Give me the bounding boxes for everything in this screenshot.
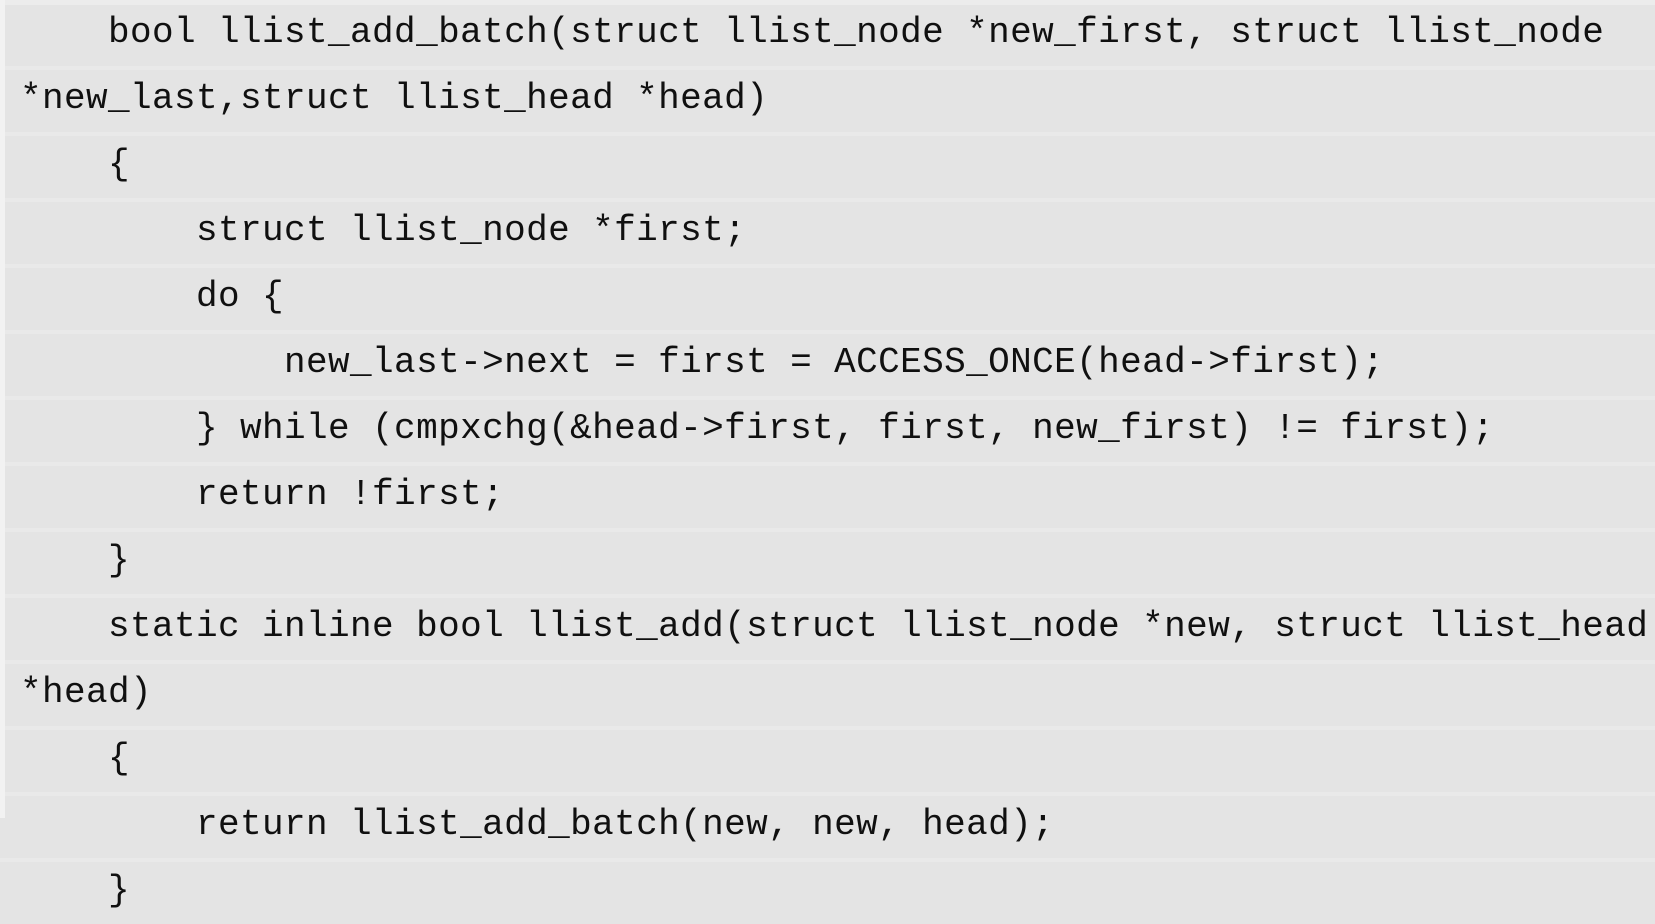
code-line: return !first; (0, 462, 1655, 528)
code-line: } (0, 528, 1655, 594)
code-line: *new_last,struct llist_head *head) (0, 66, 1655, 132)
code-line: return llist_add_batch(new, new, head); (0, 792, 1655, 858)
code-line: } (0, 858, 1655, 924)
code-line: { (0, 132, 1655, 198)
code-line: new_last->next = first = ACCESS_ONCE(hea… (0, 330, 1655, 396)
code-line: } while (cmpxchg(&head->first, first, ne… (0, 396, 1655, 462)
code-line: *head) (0, 660, 1655, 726)
code-line: struct llist_node *first; (0, 198, 1655, 264)
code-line: do { (0, 264, 1655, 330)
code-line: { (0, 726, 1655, 792)
code-line: static inline bool llist_add(struct llis… (0, 594, 1655, 660)
code-line: bool llist_add_batch(struct llist_node *… (0, 0, 1655, 66)
